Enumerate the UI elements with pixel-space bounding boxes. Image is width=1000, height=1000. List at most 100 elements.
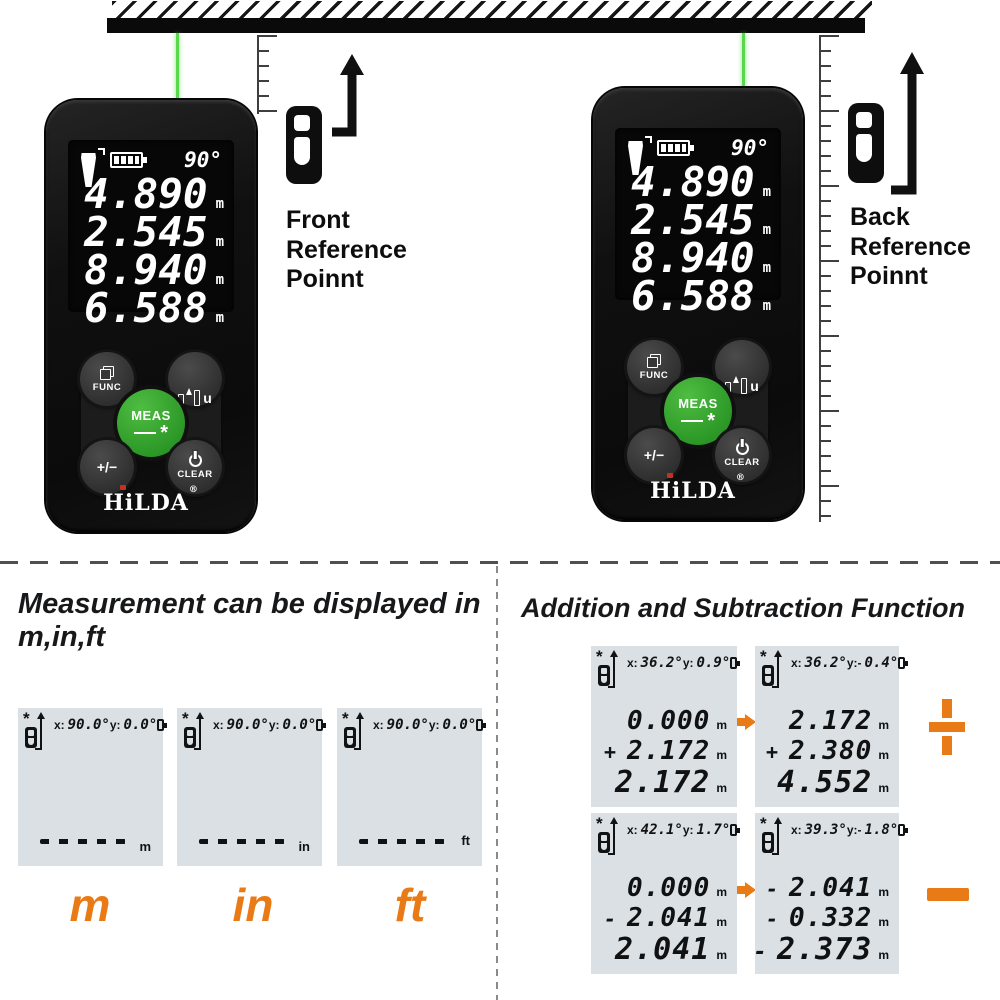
measurement-unit: m — [762, 184, 771, 200]
front-reference-line: Poinnt — [286, 265, 364, 293]
units-section-title: Measurement can be displayed in m,in,ft — [18, 588, 481, 654]
measurement-unit: m — [215, 272, 224, 288]
unit-label-ft: ft — [394, 879, 426, 931]
arrow-up-icon — [608, 650, 618, 688]
minus-icon — [927, 888, 969, 901]
measurement-value: 2.545 — [631, 196, 755, 244]
device-glyph-icon — [762, 665, 774, 686]
keypad: FUNC u MEAS* +/− CLEAR — [621, 336, 775, 486]
back-reference-device-icon — [848, 103, 884, 183]
measurement-row: 4.890 m — [74, 170, 224, 218]
copy-icon — [647, 353, 661, 368]
dashes-display — [199, 839, 285, 844]
pointer-mark-icon — [645, 136, 652, 143]
lcd-screen-unit-in: * x:90.0° y:0.0° in — [177, 708, 327, 866]
battery-icon — [657, 140, 694, 156]
registered-mark: ® — [188, 485, 199, 495]
measurement-row: 8.940 m — [74, 246, 224, 294]
x-angle: x:39.3° — [791, 822, 847, 838]
dashes-display — [40, 839, 126, 844]
arrow-right-icon — [737, 714, 756, 730]
measurement-value: 4.890 — [84, 170, 208, 218]
unit-label: u — [750, 378, 759, 394]
back-reference-line: Poinnt — [850, 262, 928, 290]
meas-label: MEAS — [678, 395, 718, 411]
laser-star-icon: * — [182, 709, 189, 728]
device-laser-icon: * — [23, 709, 48, 752]
device-glyph-icon — [184, 727, 196, 748]
angle-readout: 90° — [184, 148, 222, 172]
device-laser-icon: * — [760, 647, 785, 690]
x-angle: x:90.0° — [373, 717, 429, 733]
clear-label: CLEAR — [724, 457, 760, 468]
battery-icon — [898, 657, 909, 669]
battery-icon — [898, 824, 909, 836]
measurement-unit: m — [762, 298, 771, 314]
unit-icon — [178, 388, 201, 406]
arrow-up-icon — [772, 650, 782, 688]
measurement-unit: m — [215, 196, 224, 212]
power-icon — [188, 454, 202, 467]
laser-star-icon: * — [707, 409, 715, 432]
brand-text: HiLDA — [103, 490, 189, 516]
y-angle: y:0.0° — [268, 717, 317, 733]
pointer-mark-icon — [98, 148, 105, 155]
lcd-unit-label: ft — [461, 833, 470, 848]
back-reference-line: Back — [850, 203, 910, 231]
meas-button: MEAS* — [117, 389, 185, 457]
laser-pointer-icon — [628, 141, 643, 175]
front-reference-line: Front — [286, 206, 350, 234]
measurement-unit: m — [762, 260, 771, 276]
arrow-up-icon — [35, 712, 45, 750]
lcd-screen-unit-m: * x:90.0° y:0.0° m — [18, 708, 168, 866]
laser-line-icon: * — [681, 410, 715, 432]
measurement-unit: m — [215, 310, 224, 326]
clear-label: CLEAR — [177, 469, 213, 480]
lcd-header: * x:36.2° y:-0.4° — [755, 646, 909, 690]
section-divider-vertical — [496, 566, 498, 1000]
back-reference-label: Back Reference Poinnt — [850, 203, 971, 292]
units-title-line2: m,in,ft — [18, 621, 105, 654]
measurement-value: 8.940 — [84, 246, 208, 294]
ceiling-bar — [107, 18, 865, 33]
y-angle: y:1.7° — [682, 822, 731, 838]
device-glyph-icon — [598, 832, 610, 853]
x-angle: x:36.2° — [627, 655, 683, 671]
power-icon — [735, 442, 749, 455]
y-angle: y:0.0° — [428, 717, 477, 733]
unit-label-in: in — [232, 879, 274, 931]
battery-icon — [157, 719, 168, 731]
unit-icon — [725, 376, 748, 394]
registered-mark: ® — [735, 473, 746, 483]
units-title-line1: Measurement can be displayed in — [18, 588, 481, 620]
unit-button: u — [168, 352, 222, 406]
unit-button: u — [715, 340, 769, 394]
measurement-value: 4.890 — [631, 158, 755, 206]
laser-star-icon: * — [23, 709, 30, 728]
lcd-screen-unit-ft: * x:90.0° y:0.0° ft — [337, 708, 487, 866]
func-button: FUNC — [627, 340, 681, 394]
ceiling-hatching — [112, 1, 872, 18]
laser-star-icon: * — [596, 814, 603, 833]
measurement-value: 6.588 — [631, 272, 755, 320]
x-angle: x:42.1° — [627, 822, 683, 838]
device-glyph-icon — [25, 727, 37, 748]
